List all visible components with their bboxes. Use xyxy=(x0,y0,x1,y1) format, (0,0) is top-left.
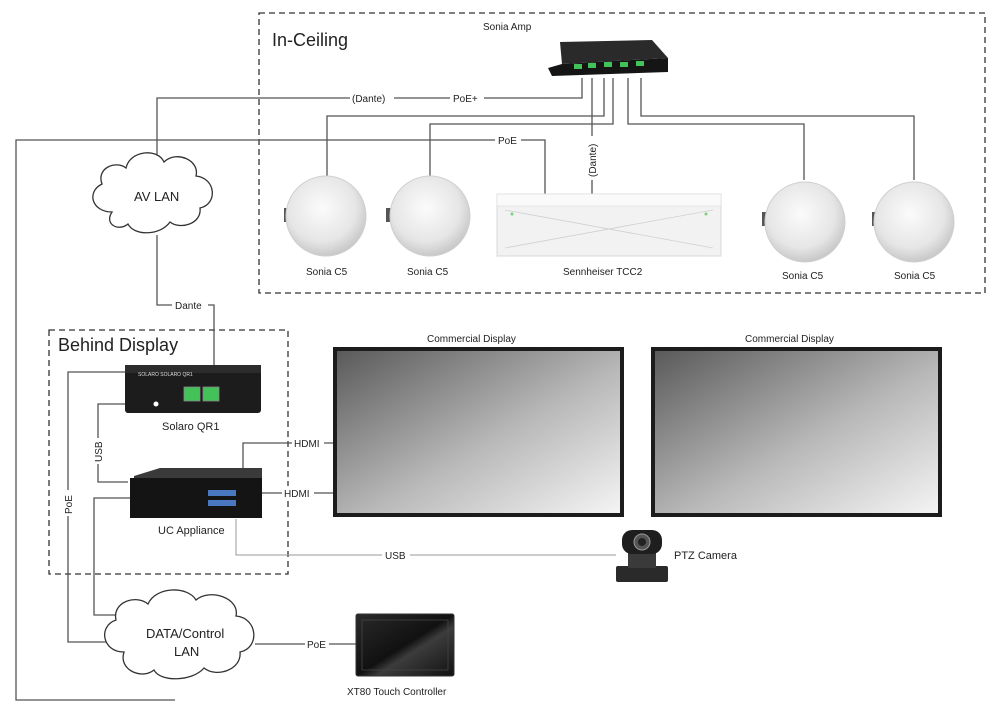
dante-label-1: (Dante) xyxy=(352,94,385,105)
hdmi2-label: HDMI xyxy=(284,489,310,500)
speaker-4-label: Sonia C5 xyxy=(894,271,936,282)
usb-camera-wire xyxy=(235,519,616,556)
speaker-2-label: Sonia C5 xyxy=(407,267,449,278)
speaker-1: Sonia C5 xyxy=(284,175,367,278)
av-lan-label: AV LAN xyxy=(134,189,179,204)
mic-label: Sennheiser TCC2 xyxy=(563,267,643,278)
amp-speaker4-wire xyxy=(640,78,915,180)
poe-ceiling-label: PoE xyxy=(498,136,517,147)
display-1-label: Commercial Display xyxy=(427,334,516,345)
amp-port-icon xyxy=(574,64,582,69)
data-lan-cloud: DATA/Control LAN xyxy=(104,589,255,680)
av-lan-cloud: AV LAN xyxy=(92,152,213,234)
amp-label: Sonia Amp xyxy=(483,22,532,33)
speaker-3-icon xyxy=(764,181,846,263)
speaker-3: Sonia C5 xyxy=(762,181,846,282)
uc-label: UC Appliance xyxy=(158,525,225,537)
touch-controller: XT80 Touch Controller xyxy=(347,613,455,698)
speaker-1-label: Sonia C5 xyxy=(306,267,348,278)
poe-vertical-label: PoE xyxy=(64,495,75,514)
controller-label: XT80 Touch Controller xyxy=(347,687,447,698)
display-1: Commercial Display xyxy=(333,334,624,517)
behind-display-label: Behind Display xyxy=(58,335,178,355)
solaro-brand-text: SOLARO SOLARO QR1 xyxy=(138,372,193,378)
poe-mic-wire xyxy=(158,139,546,194)
uc-appliance: UC Appliance xyxy=(130,468,262,537)
solaro-qr1: SOLARO SOLARO QR1 Solaro QR1 xyxy=(125,365,261,433)
amp-speaker1-wire xyxy=(326,78,605,176)
amp-speaker2-wire xyxy=(429,78,614,176)
amp-speaker3-wire xyxy=(627,78,805,180)
display-2-label: Commercial Display xyxy=(745,334,834,345)
speaker-4-icon xyxy=(873,181,955,263)
speaker-2: Sonia C5 xyxy=(386,175,471,278)
ceiling-mic: Sennheiser TCC2 xyxy=(496,193,722,278)
display-2: Commercial Display xyxy=(651,334,942,517)
dante-vertical-label: (Dante) xyxy=(588,144,599,177)
data-lan-label-line2: LAN xyxy=(174,644,199,659)
speaker-3-label: Sonia C5 xyxy=(782,271,824,282)
solaro-label: Solaro QR1 xyxy=(162,421,219,433)
poe-controller-label: PoE xyxy=(307,640,326,651)
sonia-amp: Sonia Amp xyxy=(483,22,668,76)
uc-data-lan-wire xyxy=(93,497,130,616)
dante-av-label: Dante xyxy=(175,301,202,312)
in-ceiling-region xyxy=(258,12,986,294)
hdmi1-label: HDMI xyxy=(294,439,320,450)
poe-plus-label: PoE+ xyxy=(453,94,478,105)
speaker-2-icon xyxy=(389,175,471,257)
data-lan-label-line1: DATA/Control xyxy=(146,626,224,641)
solaro-data-lan-poe-wire xyxy=(67,371,125,643)
usb-camera-label: USB xyxy=(385,551,406,562)
in-ceiling-label: In-Ceiling xyxy=(272,30,348,50)
usb-vertical-label: USB xyxy=(94,441,105,462)
speaker-1-icon xyxy=(285,175,367,257)
behind-display-region xyxy=(48,329,289,575)
outer-poe-loop xyxy=(15,139,158,701)
camera-label: PTZ Camera xyxy=(674,550,738,562)
ptz-camera: PTZ Camera xyxy=(616,530,738,582)
speaker-4: Sonia C5 xyxy=(872,181,955,282)
